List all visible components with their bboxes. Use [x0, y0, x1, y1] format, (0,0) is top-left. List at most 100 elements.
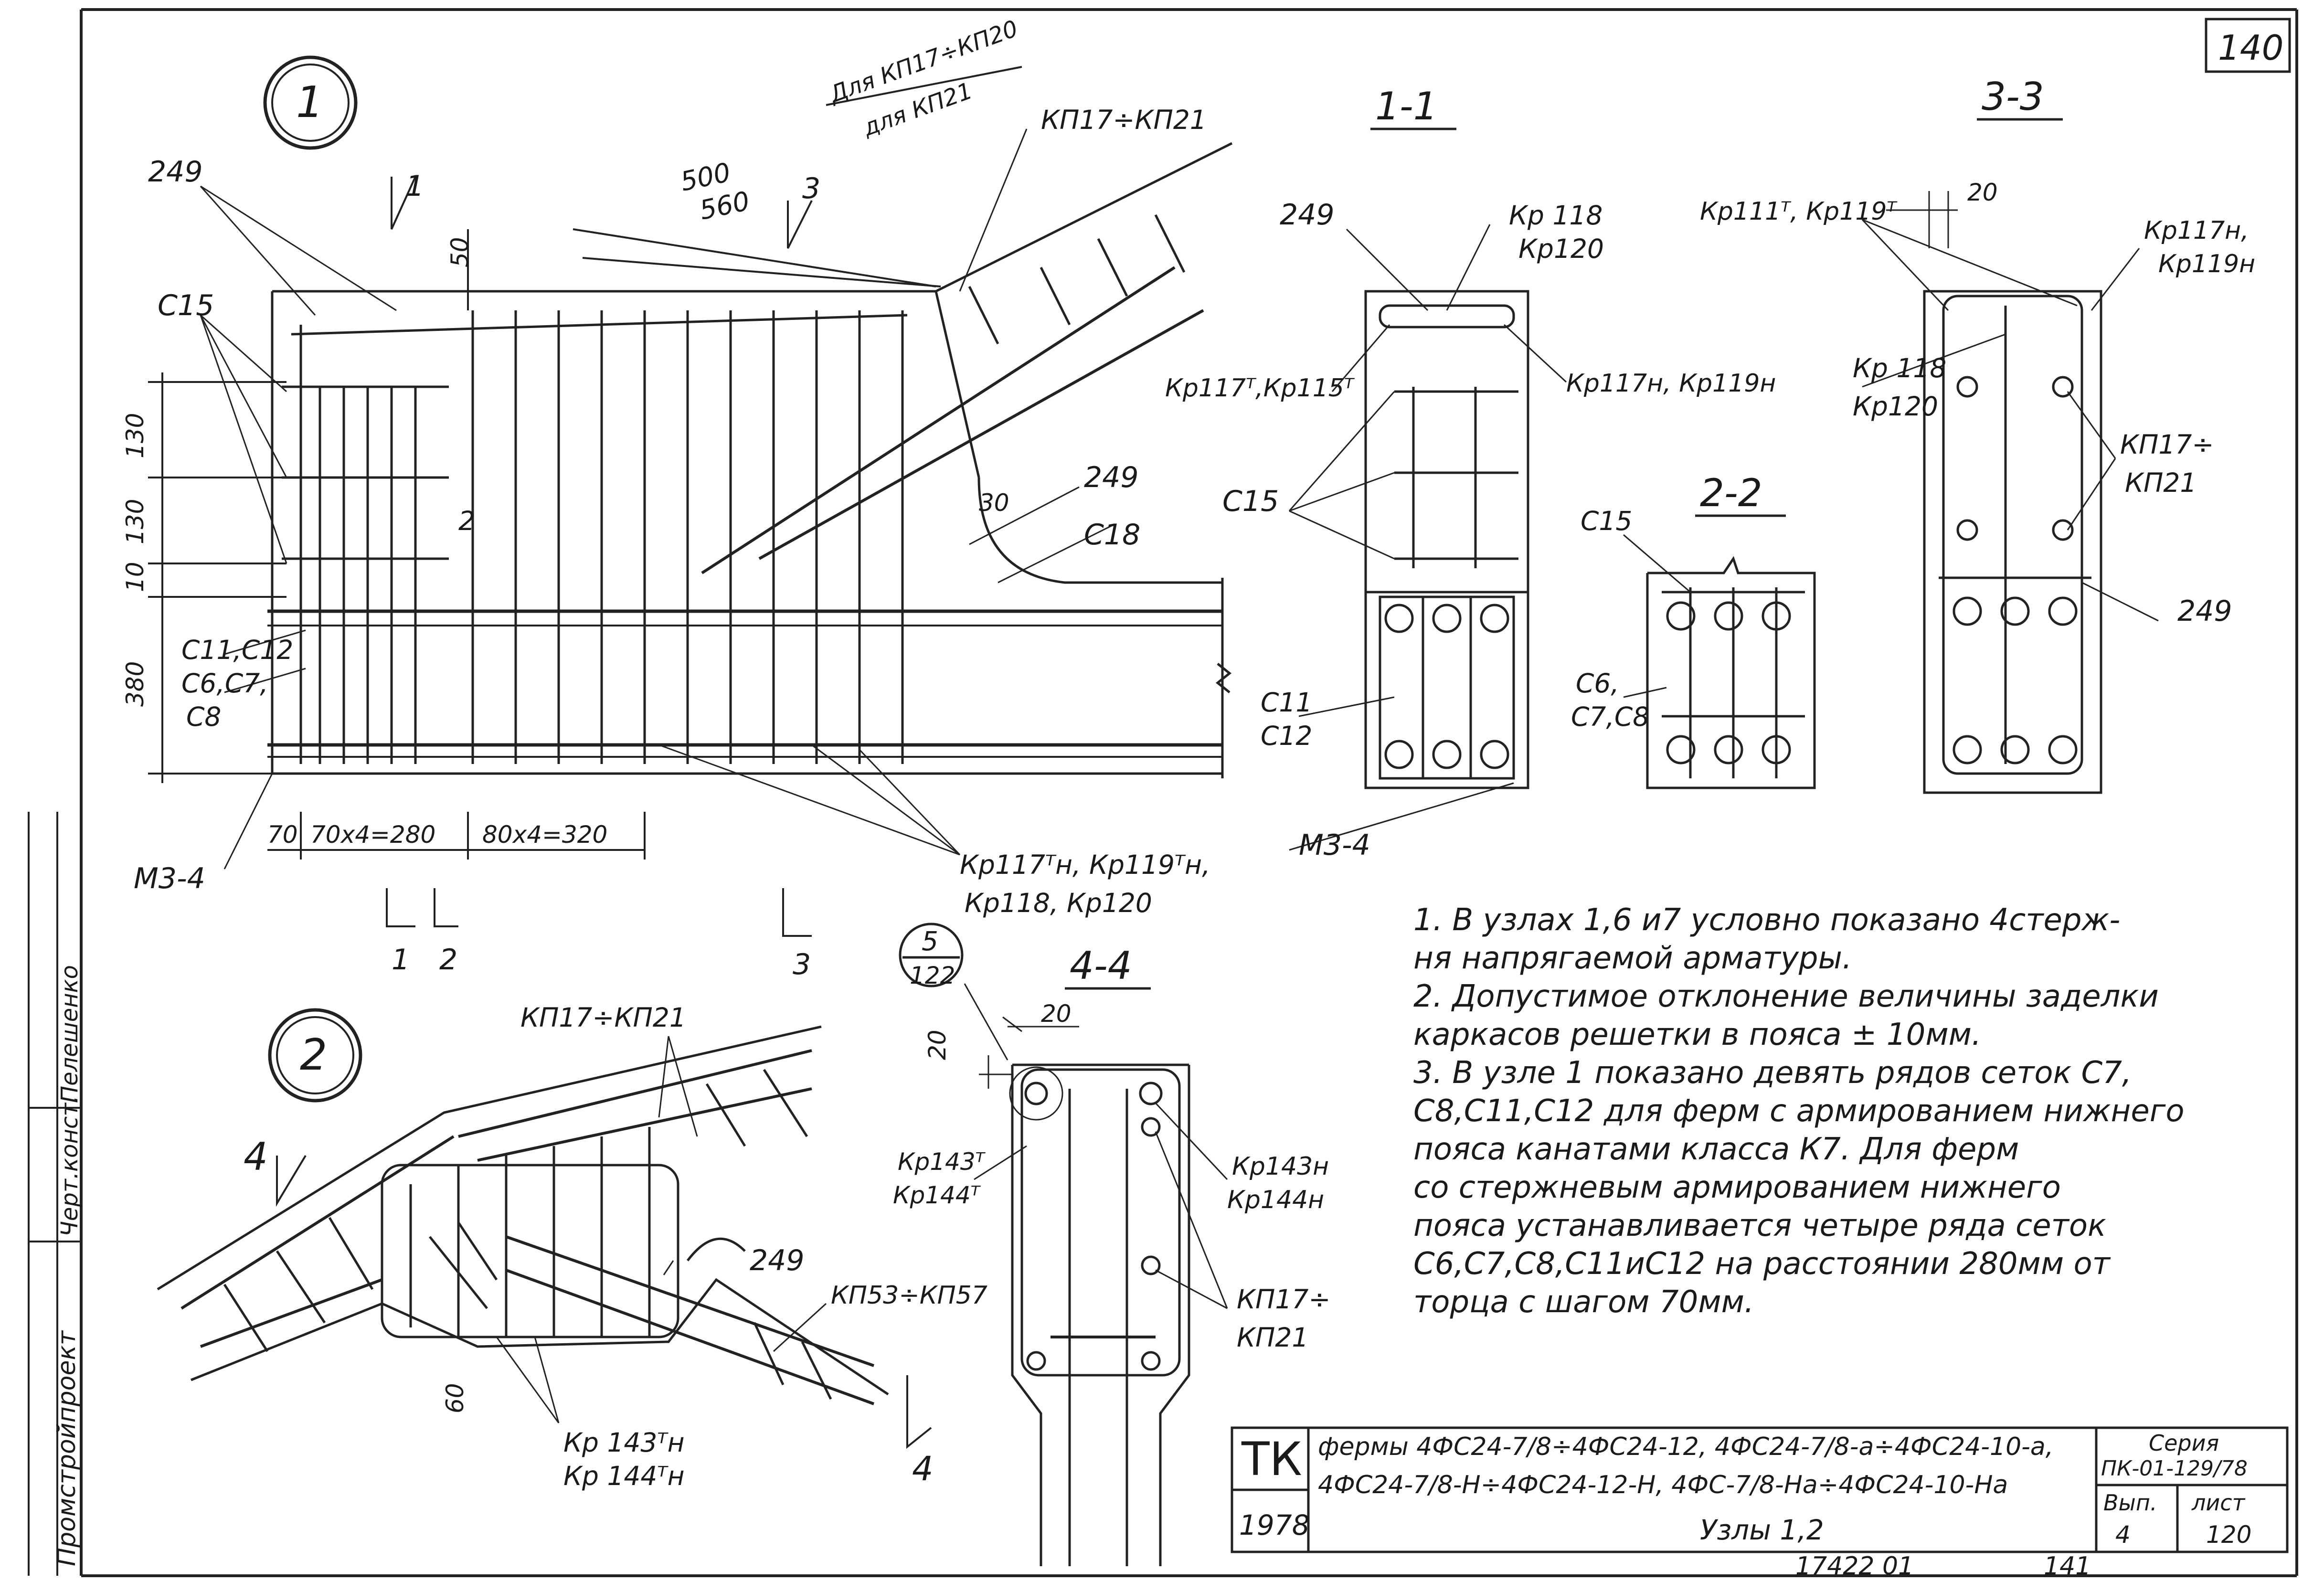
- tb-issue-label: Вып.: [2103, 1490, 2157, 1516]
- node-2-callouts: КП17÷КП21 249 КП53÷КП57 Кр 143ᵀн Кр 144ᵀ…: [244, 1002, 987, 1491]
- side-stamp-org: Промстройпроект: [53, 1330, 81, 1566]
- sheet-number: 140: [2218, 28, 2283, 68]
- s44-callout-kp17: КП17÷: [1237, 1284, 1330, 1315]
- sheet-number-box: 140: [2205, 18, 2291, 73]
- section-4-4: 4-4: [964, 944, 1228, 1566]
- s11-callout-kp117t-115t: Кр117ᵀ,Кр115ᵀ: [1165, 374, 1355, 403]
- section-2-2: 2-2: [1623, 471, 1816, 789]
- node-1-callouts: 249 C15 C11,C12 C6,C7, C8 M3-4 КП17÷КП21…: [121, 15, 1210, 981]
- s11-callout-c12: C12: [1261, 721, 1312, 751]
- dim-10: 10: [121, 562, 149, 592]
- section-3-3: 3-3: [1861, 74, 2159, 794]
- callout-c8: C8: [186, 701, 221, 732]
- section-2-2-callouts: C15 C6, C7,C8: [1571, 506, 1649, 732]
- s11-callout-kp117n-119n: Кр117н, Кр119н: [1566, 369, 1776, 398]
- s33-callout-kp118: Кр 118: [1853, 353, 1946, 383]
- callout-249-top: 249: [148, 155, 203, 189]
- side-stamp-name: Пелешенко: [56, 965, 83, 1103]
- note-line-4: каркасов решетки в пояса ± 10мм.: [1413, 1017, 1982, 1052]
- s11-callout-c11: C11: [1261, 687, 1312, 718]
- tb-org: ТК: [1242, 1433, 1302, 1486]
- side-stamp-frame: [28, 812, 81, 1576]
- tb-line-3: Узлы 1,2: [1700, 1514, 1824, 1546]
- note-line-3: 2. Допустимое отклонение величины заделк…: [1413, 979, 2159, 1014]
- s22-callout-c6: C6,: [1576, 668, 1619, 699]
- dim-80x4: 80х4=320: [482, 821, 607, 849]
- section-1-1: 1-1: [1288, 84, 1567, 851]
- note-line-7: пояса канатами класса К7. Для ферм: [1413, 1132, 2019, 1167]
- section-mark-2-bottom: 2: [439, 943, 457, 976]
- callout-249-mid: 249: [1084, 461, 1139, 494]
- n2-section-mark-4-top: 4: [244, 1135, 268, 1179]
- callout-c15: C15: [158, 289, 214, 322]
- section-1-1-title: 1-1: [1375, 84, 1438, 128]
- section-1-1-callouts: 249 Кр 118 Кр120 Кр117ᵀ,Кр115ᵀ Кр117н, К…: [1165, 198, 1776, 862]
- section-4-4-callouts: 20 20 Кр143ᵀ Кр144ᵀ Кр143н Кр144н КП17÷ …: [893, 1000, 1330, 1353]
- s44-dim-20-top: 20: [1041, 1000, 1072, 1028]
- s33-callout-kp119n: Кр119н: [2158, 250, 2255, 278]
- note-line-2: ня напрягаемой арматуры.: [1413, 941, 1852, 976]
- s44-dim-20-side: 20: [923, 1029, 951, 1060]
- detail-reference: 5 122: [899, 923, 964, 989]
- dim-50: 50: [446, 237, 474, 267]
- section-mark-1-top: 1: [406, 170, 424, 203]
- s33-callout-kp17: КП17÷: [2120, 429, 2214, 460]
- tb-year: 1978: [1239, 1509, 1310, 1541]
- s44-callout-kp21: КП21: [1237, 1322, 1308, 1353]
- note-line-8: со стержневым армированием нижнего: [1413, 1170, 2061, 1205]
- callout-kp117-119: Кр117ᵀн, Кр119ᵀн,: [960, 849, 1210, 880]
- n2-callout-249: 249: [750, 1244, 805, 1277]
- dim-130-upper: 130: [121, 413, 149, 458]
- callout-c11c12: C11,C12: [181, 635, 293, 665]
- node-1-leaders: [200, 128, 1113, 870]
- note-line-10: С6,С7,С8,С11иС12 на расстоянии 280мм от: [1413, 1246, 2110, 1282]
- tb-series-value: ПК-01-129/78: [2101, 1456, 2248, 1481]
- dim-70x4: 70х4=280: [310, 821, 435, 849]
- note-line-11: торца с шагом 70мм.: [1413, 1284, 1754, 1320]
- s33-dim-20: 20: [1967, 179, 1998, 206]
- callout-mz4: M3-4: [134, 862, 205, 895]
- s44-callout-kp144n: Кр144н: [1227, 1186, 1324, 1214]
- section-3-3-title: 3-3: [1982, 74, 2044, 119]
- n2-callout-kp1721: КП17÷КП21: [520, 1002, 686, 1033]
- s11-callout-249: 249: [1280, 198, 1335, 232]
- n2-callout-kp144tn: Кр 144ᵀн: [563, 1461, 685, 1491]
- tb-sheet-label: лист: [2192, 1490, 2245, 1516]
- section-4-4-title: 4-4: [1070, 944, 1132, 988]
- node-2-drawing: [157, 1025, 889, 1423]
- sheet-frame: [80, 8, 2298, 1577]
- node-2-label: 2: [300, 1030, 327, 1080]
- detail-ref-bottom: 122: [910, 962, 955, 989]
- s22-callout-c15: C15: [1581, 506, 1632, 536]
- section-2-2-title: 2-2: [1700, 471, 1762, 515]
- callout-c18: C18: [1084, 518, 1140, 552]
- section-3-3-callouts: Кр111ᵀ, Кр119ᵀ 20 Кр117н, Кр119н Кр 118 …: [1700, 179, 2255, 628]
- n2-callout-kp53-57: КП53÷КП57: [831, 1281, 987, 1310]
- s11-callout-kp118: Кр 118: [1509, 200, 1602, 231]
- dim-30: 30: [979, 489, 1009, 517]
- note-line-1: 1. В узлах 1,6 и7 условно показано 4стер…: [1413, 902, 2121, 938]
- s22-callout-c7c8: C7,C8: [1571, 701, 1649, 732]
- callout-kp118-120: Кр118, Кр120: [965, 888, 1152, 918]
- n2-callout-kp143tn: Кр 143ᵀн: [563, 1427, 685, 1458]
- dim-130-lower: 130: [121, 499, 149, 544]
- title-block-grid: [1231, 1426, 2289, 1553]
- s11-callout-mz4: M3-4: [1299, 828, 1370, 862]
- page-number: 141: [2044, 1552, 2091, 1581]
- tb-line-2: 4ФС24-7/8-Н÷4ФС24-12-Н, 4ФС-7/8-На÷4ФС24…: [1318, 1471, 2008, 1499]
- node-1-dimensions: [148, 66, 1022, 1449]
- s44-callout-kp144t: Кр144ᵀ: [893, 1181, 981, 1209]
- n2-section-mark-4-bottom: 4: [912, 1449, 934, 1488]
- section-mark-3-top: 3: [802, 172, 820, 205]
- tb-line-1: фермы 4ФС24-7/8÷4ФС24-12, 4ФС24-7/8-а÷4Ф…: [1318, 1433, 2054, 1461]
- node-1-marker: 1: [263, 55, 358, 150]
- note-line-9: пояса устанавливается четыре ряда сеток: [1413, 1208, 2106, 1243]
- section-mark-3-bottom: 3: [793, 948, 811, 981]
- inventory-number: 17422 01: [1795, 1552, 1914, 1581]
- node-2-marker: 2: [268, 1008, 362, 1103]
- note-line-6: С8,С11,С12 для ферм с армированием нижне…: [1413, 1093, 2185, 1129]
- side-stamp-role: Черт.конст.: [56, 1095, 83, 1237]
- s44-callout-kp143t: Кр143ᵀ: [898, 1148, 986, 1176]
